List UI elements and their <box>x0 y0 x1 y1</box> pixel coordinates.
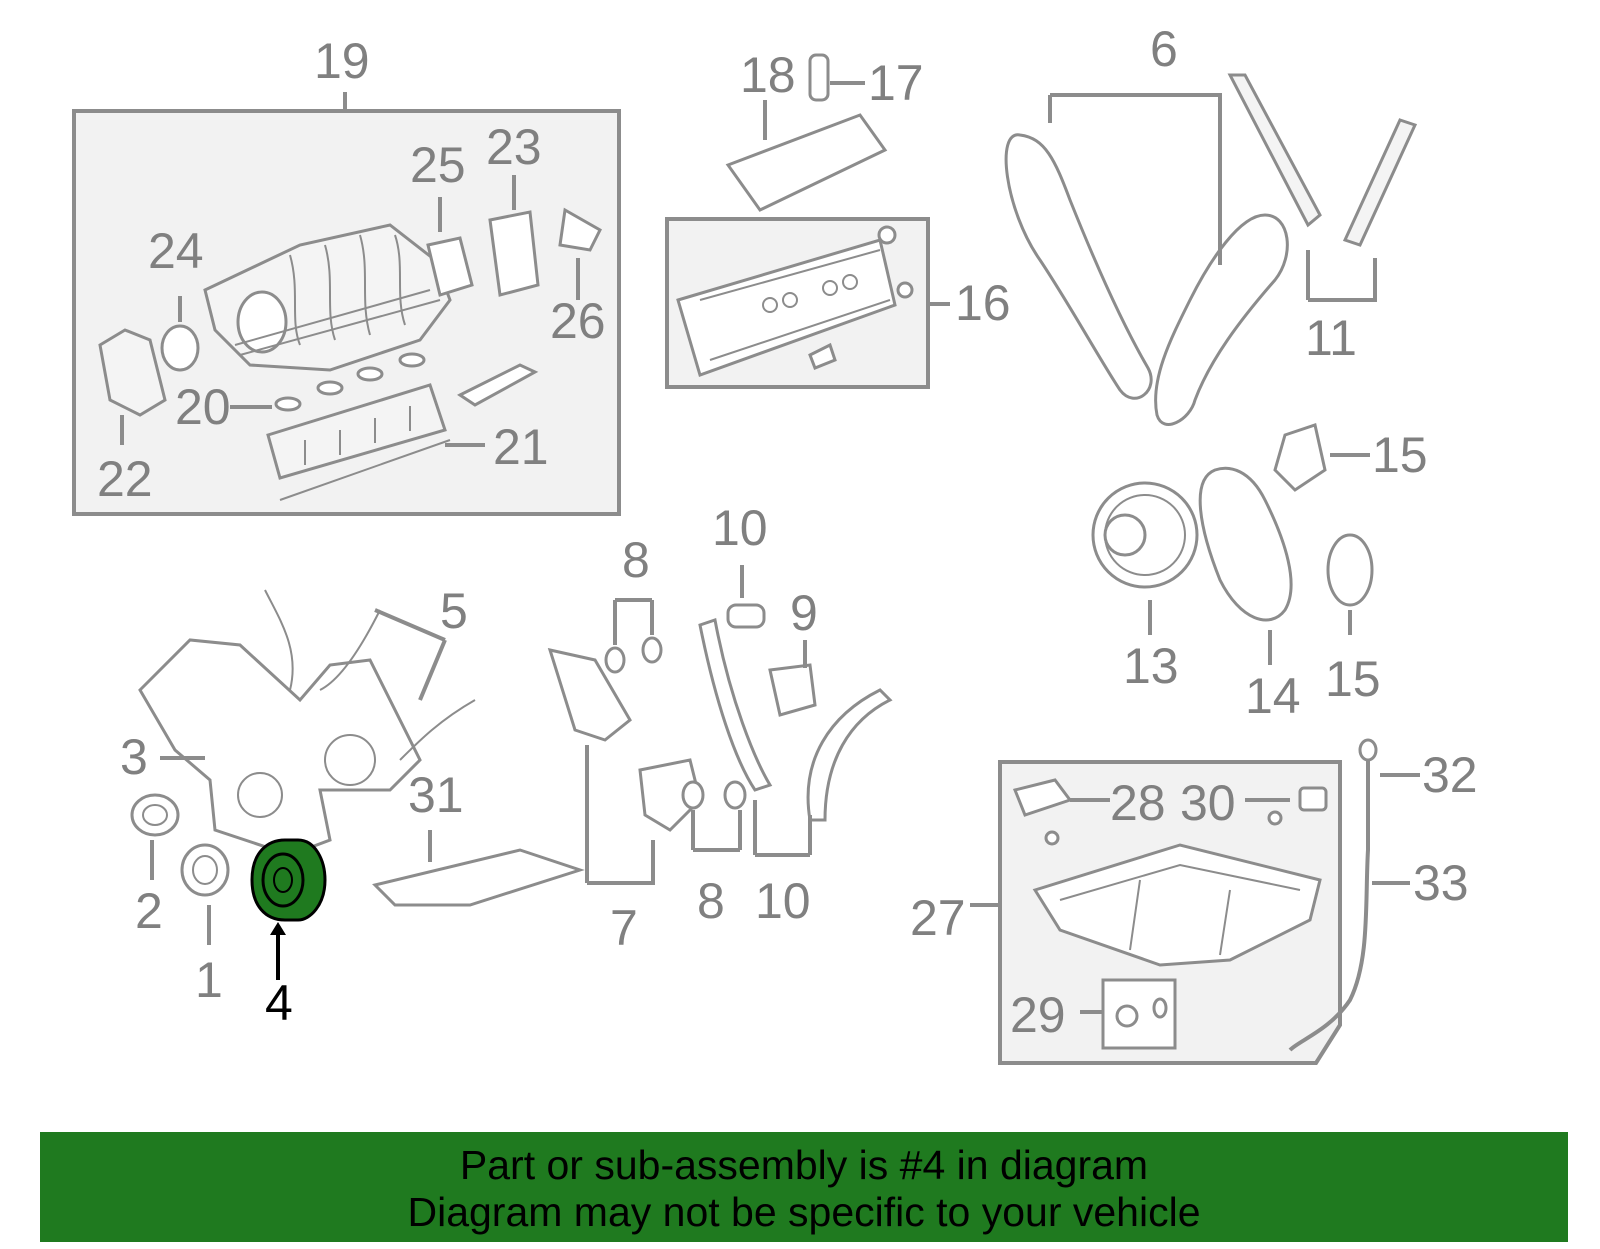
gasket-15 <box>1326 533 1374 635</box>
callout-23: 22 <box>97 451 153 507</box>
intake-manifold <box>203 223 452 372</box>
callout-25: 24 <box>148 223 204 279</box>
cover-24 <box>488 210 540 297</box>
camshaft-sprocket-13 <box>1091 481 1199 635</box>
valve-cover <box>676 225 914 377</box>
callout-6: 6 <box>1150 21 1178 77</box>
callout-11: 10 <box>712 500 768 556</box>
callout-5: 5 <box>440 583 468 639</box>
o-rings-8 <box>604 598 747 852</box>
callout-9: 9 <box>790 585 818 641</box>
banner-line-2: Diagram may not be specific to your vehi… <box>407 1189 1201 1235</box>
callout-17: 16 <box>955 275 1011 331</box>
throttle-body-o-ring <box>160 324 200 372</box>
engine-cover-19 <box>725 100 888 212</box>
callout-1: 1 <box>195 952 223 1008</box>
callout-2: 2 <box>135 883 163 939</box>
sensor-31 <box>1245 786 1328 826</box>
oil-level-sensor-29 <box>1012 778 1110 846</box>
intake-runner-gaskets <box>274 352 426 412</box>
gasket-26 <box>426 236 474 297</box>
callout-8-top: 8 <box>622 532 650 588</box>
dipstick-33-34 <box>1288 738 1420 1052</box>
callout-4: 4 <box>265 975 293 1031</box>
callout-22: 21 <box>493 419 549 475</box>
banner-line-1: Part or sub-assembly is #4 in diagram <box>459 1142 1149 1188</box>
chain-guides-10 <box>698 618 893 857</box>
callout-10: 10 <box>755 873 811 929</box>
timing-cover-3 <box>138 589 476 857</box>
front-seal-2 <box>130 793 180 880</box>
callout-8-bottom: 8 <box>697 873 725 929</box>
variable-valve-timing-7 <box>547 647 702 885</box>
callout-28: 27 <box>910 890 966 946</box>
tensioner-9 <box>768 640 817 717</box>
bracket-27 <box>558 207 602 252</box>
callout-29: 28 <box>1110 775 1166 831</box>
part-notice-banner: Part or sub-assembly is #4 in diagram Di… <box>40 1132 1568 1242</box>
timing-chain-14 <box>1198 466 1293 665</box>
highlighted-part-4 <box>250 838 327 980</box>
callout-7: 7 <box>610 900 638 956</box>
chain-tensioner-16 <box>1273 423 1327 492</box>
callout-19: 18 <box>740 47 796 103</box>
callout-21: 20 <box>175 379 231 435</box>
callout-14: 14 <box>1245 668 1301 724</box>
throttle-body <box>98 328 167 445</box>
lower-intake-plenum <box>266 383 485 501</box>
oil-filler-cap-18 <box>808 53 865 102</box>
callout-12: 11 <box>1305 310 1357 366</box>
timing-chains <box>1004 73 1418 426</box>
oil-pan-28 <box>970 843 1322 967</box>
crankshaft-pulley-1 <box>180 843 230 945</box>
callout-18: 17 <box>868 55 924 111</box>
callout-20: 19 <box>314 33 370 89</box>
callout-34: 33 <box>1413 855 1469 911</box>
callout-13: 13 <box>1123 638 1179 694</box>
callout-15: 15 <box>1325 651 1381 707</box>
callout-16: 15 <box>1372 427 1428 483</box>
callout-26: 25 <box>410 137 466 193</box>
leader-5 <box>374 608 447 701</box>
callout-31: 30 <box>1180 775 1236 831</box>
callout-3: 3 <box>120 729 148 785</box>
oil-pan-gasket-32 <box>372 830 585 907</box>
callout-30: 29 <box>1010 987 1066 1043</box>
callout-24: 23 <box>486 119 542 175</box>
plug-11 <box>726 565 766 629</box>
callout-32: 31 <box>408 767 464 823</box>
callout-27: 26 <box>550 293 606 349</box>
callout-labels: 19 6 18 17 25 23 24 26 16 11 20 21 22 15… <box>97 21 1478 1043</box>
callout-33: 32 <box>1422 747 1478 803</box>
